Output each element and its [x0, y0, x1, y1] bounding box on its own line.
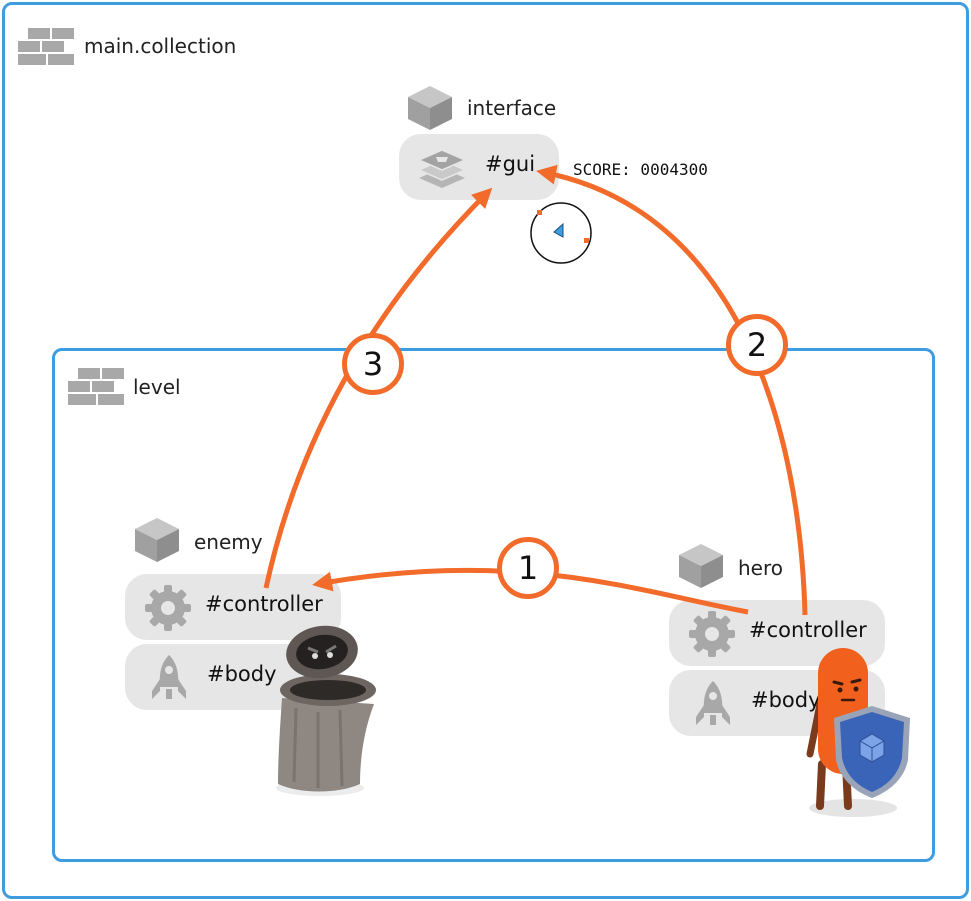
radar-minimap	[530, 202, 592, 264]
arrow-hero-to-gui	[536, 164, 808, 616]
rocket-icon	[696, 681, 730, 725]
hero-label: hero	[738, 556, 783, 580]
level-collection-label: level	[133, 375, 181, 399]
game-object-cube-icon	[408, 86, 452, 130]
rocket-icon	[152, 655, 186, 699]
message-badge-1: 1	[497, 537, 559, 599]
enemy-body-label: #body	[207, 662, 277, 686]
enemy-label: enemy	[194, 530, 263, 554]
hero-body-label: #body	[751, 688, 821, 712]
gui-component[interactable]: #gui	[399, 134, 559, 200]
message-badge-3: 3	[342, 333, 404, 395]
hero-cube-icon	[679, 544, 723, 588]
enemy-controller-component[interactable]: #controller	[125, 574, 341, 640]
arrow-hero-to-enemy	[312, 567, 749, 615]
interface-label: interface	[467, 96, 557, 120]
hero-controller-label: #controller	[749, 618, 867, 642]
level-collection-frame	[52, 348, 935, 862]
enemy-trash-can-illustration	[276, 625, 376, 796]
enemy-cube-icon	[135, 518, 179, 562]
gui-component-label: #gui	[485, 152, 536, 176]
enemy-controller-label: #controller	[205, 592, 323, 616]
hero-character-illustration	[806, 648, 910, 817]
main-collection-label: main.collection	[84, 34, 237, 58]
gear-icon	[689, 611, 735, 657]
message-badge-2: 2	[726, 314, 788, 376]
level-collection-icon	[68, 368, 124, 405]
gui-layers-icon	[417, 149, 467, 188]
collection-icon	[18, 28, 74, 65]
score-display: SCORE: 0004300	[573, 160, 708, 179]
gear-icon	[145, 585, 191, 631]
